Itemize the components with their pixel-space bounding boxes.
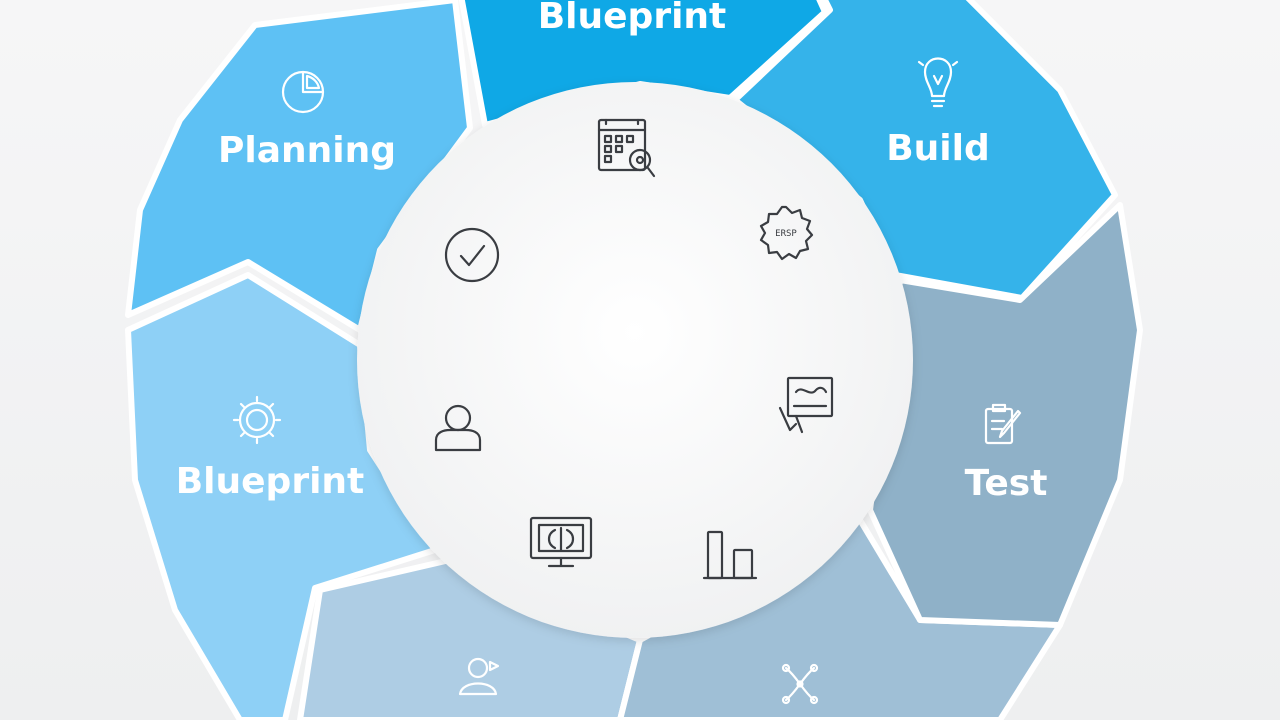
center-hub bbox=[357, 82, 913, 638]
user-icon bbox=[434, 404, 482, 452]
lightbulb-icon bbox=[917, 57, 959, 108]
clipboard-edit-icon bbox=[984, 403, 1022, 445]
user-share-icon bbox=[458, 657, 500, 696]
badge-icon-text: ERSP bbox=[775, 229, 797, 239]
check-circle-icon bbox=[444, 227, 500, 283]
blueprint-search-icon bbox=[597, 118, 656, 178]
segment-top-blueprint bbox=[458, 0, 828, 128]
monitor-icon bbox=[529, 516, 593, 568]
gear-icon bbox=[232, 395, 282, 445]
label-top-blueprint: Blueprint bbox=[538, 0, 727, 37]
label-left-blueprint: Blueprint bbox=[176, 461, 365, 502]
network-icon bbox=[781, 663, 819, 705]
bar-chart-icon bbox=[702, 530, 758, 580]
label-build: Build bbox=[886, 128, 990, 169]
label-test: Test bbox=[965, 463, 1048, 504]
pie-chart-icon bbox=[281, 70, 325, 114]
badge-icon: ERSP bbox=[759, 205, 814, 261]
whiteboard-icon bbox=[778, 376, 834, 434]
label-planning: Planning bbox=[218, 130, 396, 171]
segment-test bbox=[867, 202, 1143, 628]
